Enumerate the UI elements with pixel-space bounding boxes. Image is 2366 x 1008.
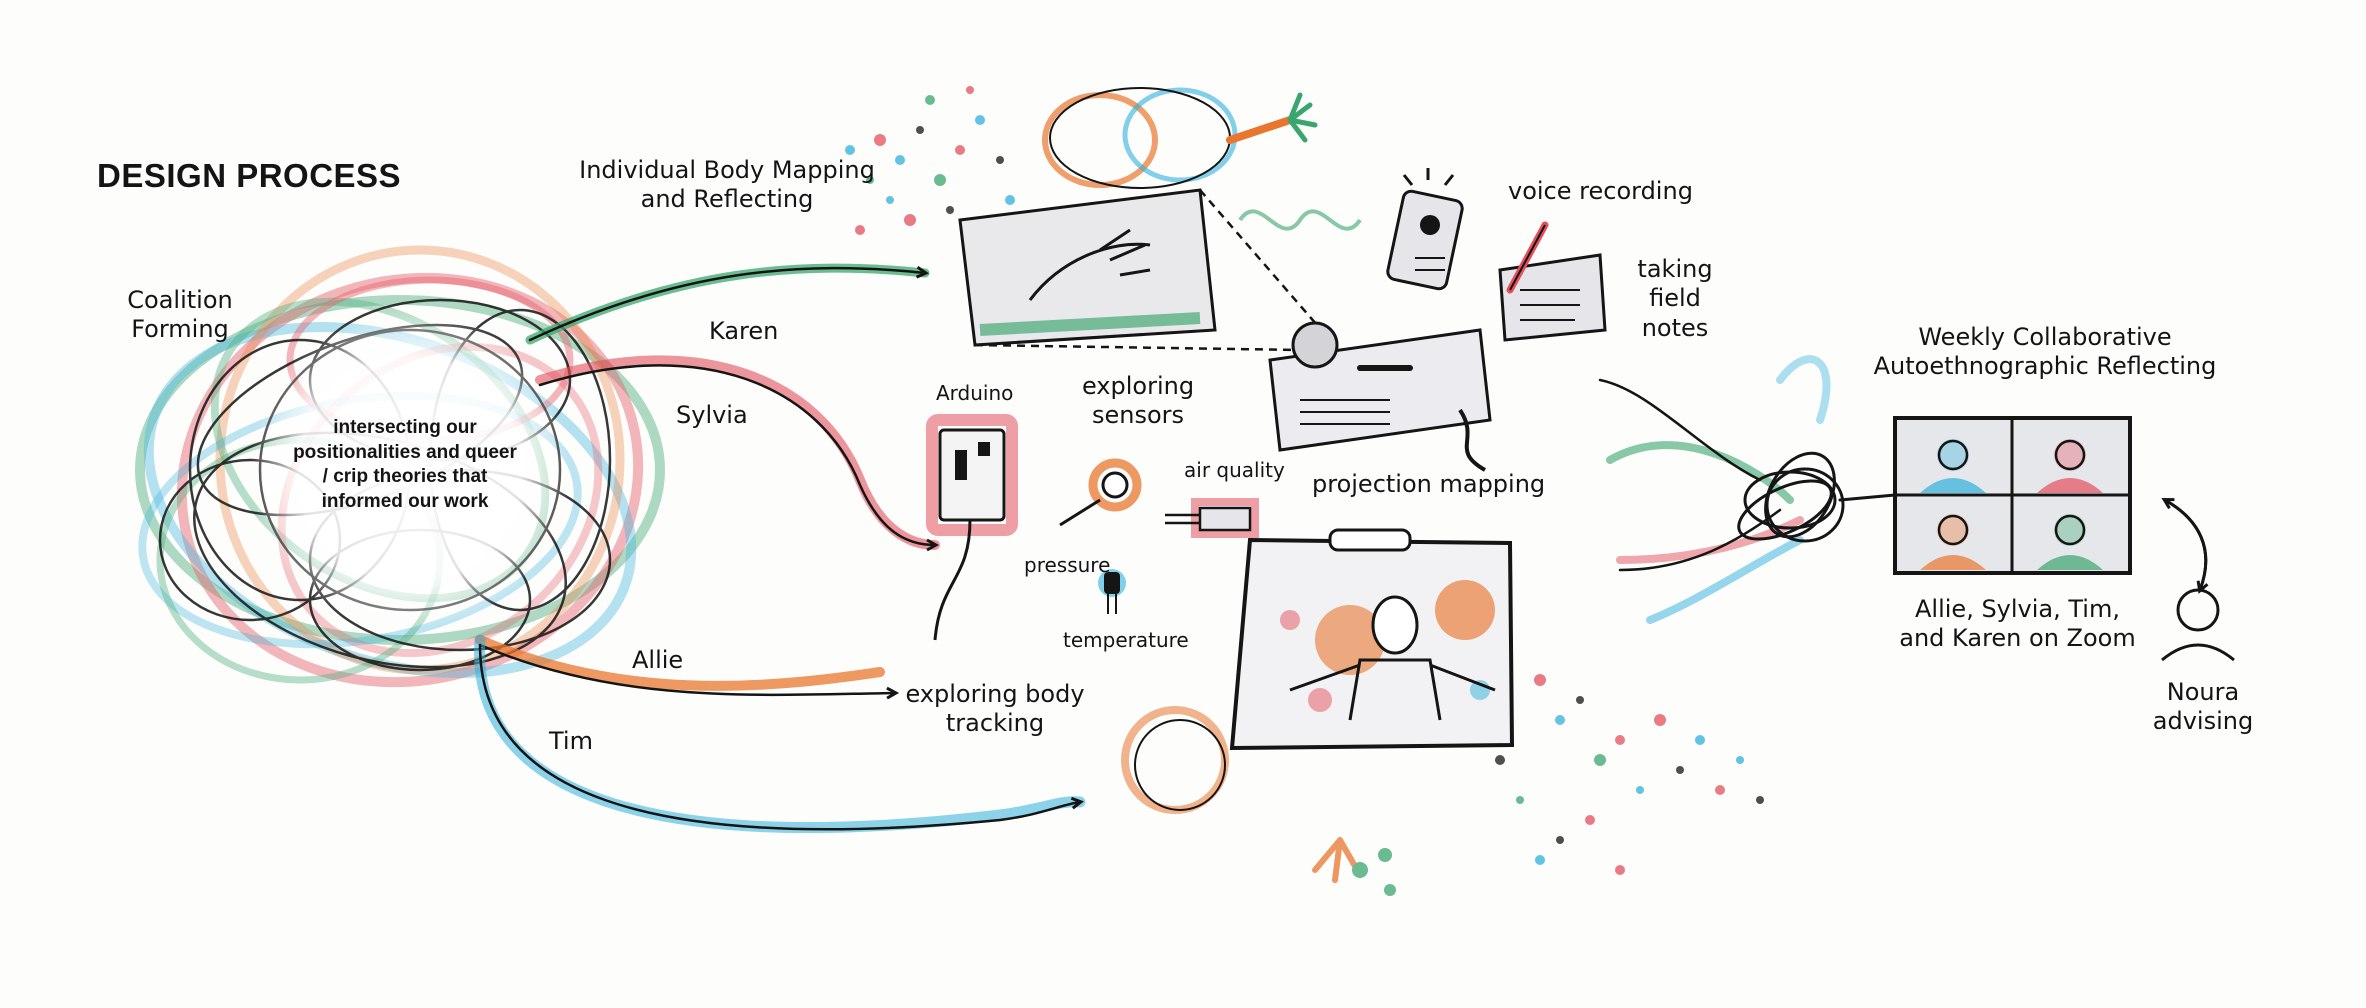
pressure-label: pressure [1024,553,1111,577]
voice-recording-label: voice recording [1508,177,1693,205]
participant-allie-label: Allie [632,646,684,674]
air-quality-sensor-drawing [1165,498,1259,538]
coalition-forming-label: Coalition Forming [127,286,233,344]
body-tracking-label: exploring body tracking [905,680,1085,738]
arduino-label: Arduino [936,381,1014,405]
field-notes-drawing [1498,221,1607,342]
coalition-core-text: intersecting our positionalities and que… [293,417,517,513]
participant-karen-label: Karen [709,317,779,345]
sylvia-path [535,355,940,550]
participant-paths [474,263,1086,834]
body-mapping-drawing [845,86,1362,352]
arduino-drawing [926,414,1018,641]
voice-recorder-drawing [1386,168,1464,291]
temperature-label: temperature [1063,628,1189,652]
participant-sylvia-label: Sylvia [676,401,748,429]
weekly-reflecting-label: Weekly Collaborative Autoethnographic Re… [1873,323,2217,381]
field-notes-label: taking field notes [1637,255,1713,342]
pressure-sensor-drawing [1059,458,1142,527]
projector-drawing [1268,321,1492,472]
body-tracking-screen-drawing [1121,528,1515,814]
zoom-participants-label: Allie, Sylvia, Tim, and Karen on Zoom [1899,595,2136,653]
air-quality-label: air quality [1184,458,1285,482]
coalition-core-glow [250,310,570,630]
diagram-title: DESIGN PROCESS [97,157,402,194]
reflecting-knot [1598,355,1897,624]
temperature-sensor-drawing [1098,569,1126,614]
allie-path [475,635,885,691]
participant-tim-label: Tim [549,727,593,755]
zoom-advisor-link [2165,500,2206,590]
screen-confetti [1312,674,1764,896]
exploring-sensors-label: exploring sensors [1081,372,1195,430]
advisor-figure-drawing [2161,588,2235,662]
body-mapping-label: Individual Body Mapping and Reflecting [579,156,875,214]
zoom-grid-drawing [1893,416,2132,575]
projection-mapping-label: projection mapping [1312,470,1546,498]
noura-advising-label: Noura advising [2152,678,2254,736]
